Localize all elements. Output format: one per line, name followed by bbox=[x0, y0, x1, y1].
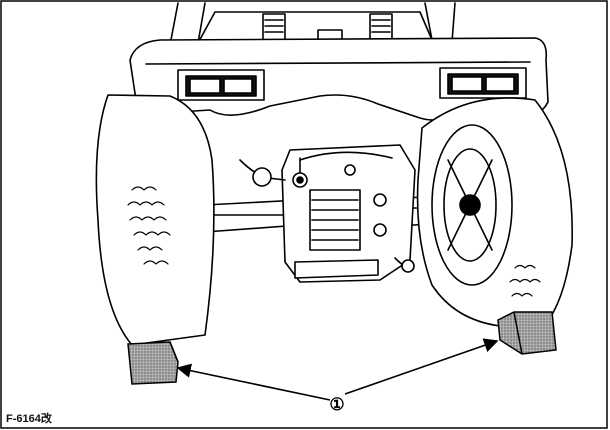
tail-lamp-left bbox=[177, 69, 265, 101]
rear-tire-right bbox=[416, 97, 574, 327]
wheel-chock-left bbox=[127, 341, 179, 385]
callout-1-label: ① bbox=[329, 395, 344, 414]
tail-lamp-right bbox=[439, 67, 527, 99]
figure-code: F-6164改 bbox=[6, 413, 52, 425]
rear-tire-left bbox=[95, 94, 215, 346]
callout-1: ① bbox=[329, 395, 344, 414]
wheel-chock-right bbox=[497, 311, 557, 355]
drawbar bbox=[294, 259, 379, 279]
leader-arrows bbox=[176, 338, 499, 401]
transmission-housing bbox=[239, 144, 416, 283]
